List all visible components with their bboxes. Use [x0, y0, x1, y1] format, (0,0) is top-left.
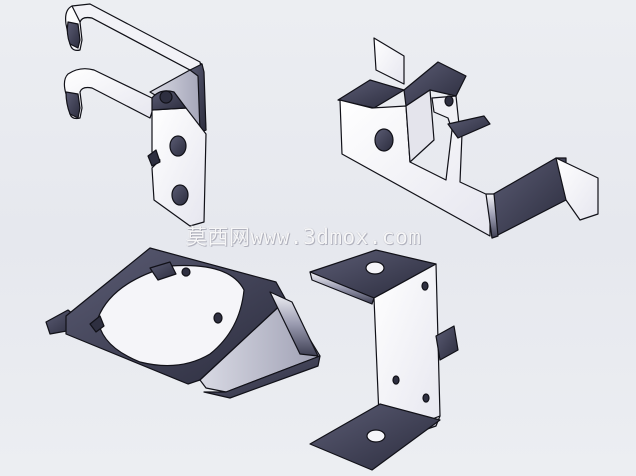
stepped-bracket	[337, 37, 599, 239]
ring-mount-bracket	[45, 247, 321, 399]
z-bracket	[309, 249, 459, 471]
hook-bracket	[63, 3, 207, 227]
watermark-text: 莫西网www.3dmox.com	[186, 225, 422, 249]
